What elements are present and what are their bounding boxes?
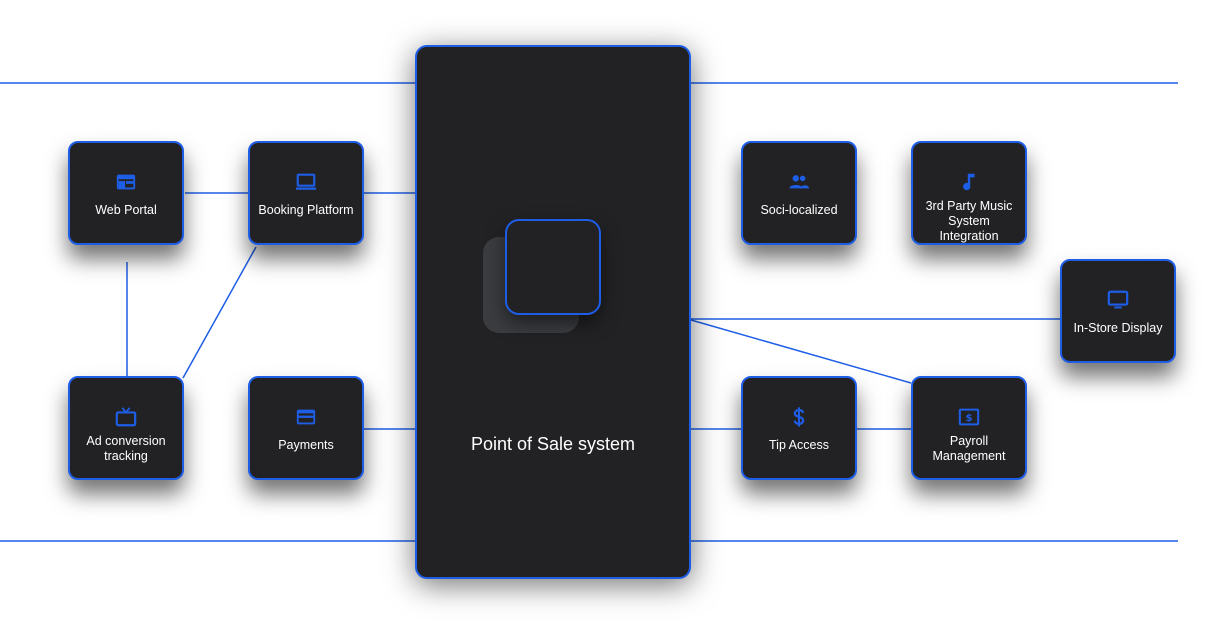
node-label: Web Portal bbox=[95, 203, 157, 217]
cash-icon: $ bbox=[958, 406, 980, 428]
credit-card-icon bbox=[295, 406, 317, 428]
node-payroll-management[interactable]: $ Payroll Management bbox=[911, 376, 1027, 480]
pos-title: Point of Sale system bbox=[470, 434, 636, 454]
node-label: Ad conversion tracking bbox=[86, 434, 166, 463]
node-booking-platform[interactable]: Booking Platform bbox=[248, 141, 364, 245]
people-icon bbox=[788, 171, 810, 193]
node-tip-access[interactable]: Tip Access bbox=[741, 376, 857, 480]
node-label: 3rd Party Music System Integration bbox=[925, 199, 1013, 243]
node-label: Tip Access bbox=[769, 438, 829, 452]
node-web-portal[interactable]: Web Portal bbox=[68, 141, 184, 245]
point-of-sale-panel: Point of Sale system bbox=[415, 45, 691, 579]
logo-placeholder bbox=[505, 219, 601, 315]
node-soci-localized[interactable]: Soci-localized bbox=[741, 141, 857, 245]
dollar-icon bbox=[788, 406, 810, 428]
node-label: Payroll Management bbox=[932, 434, 1006, 463]
node-payments[interactable]: Payments bbox=[248, 376, 364, 480]
node-label: Booking Platform bbox=[258, 203, 354, 217]
laptop-icon bbox=[295, 171, 317, 193]
node-3rd-party-music[interactable]: 3rd Party Music System Integration bbox=[911, 141, 1027, 245]
browser-window-icon bbox=[115, 171, 137, 193]
tv-icon bbox=[115, 406, 137, 428]
node-ad-conversion-tracking[interactable]: Ad conversion tracking bbox=[68, 376, 184, 480]
svg-text:$: $ bbox=[965, 413, 972, 424]
music-note-icon bbox=[958, 171, 980, 193]
node-in-store-display[interactable]: In-Store Display bbox=[1060, 259, 1176, 363]
node-label: Soci-localized bbox=[760, 203, 838, 217]
monitor-icon bbox=[1107, 289, 1129, 311]
node-label: Payments bbox=[278, 438, 334, 452]
node-label: In-Store Display bbox=[1073, 321, 1163, 335]
